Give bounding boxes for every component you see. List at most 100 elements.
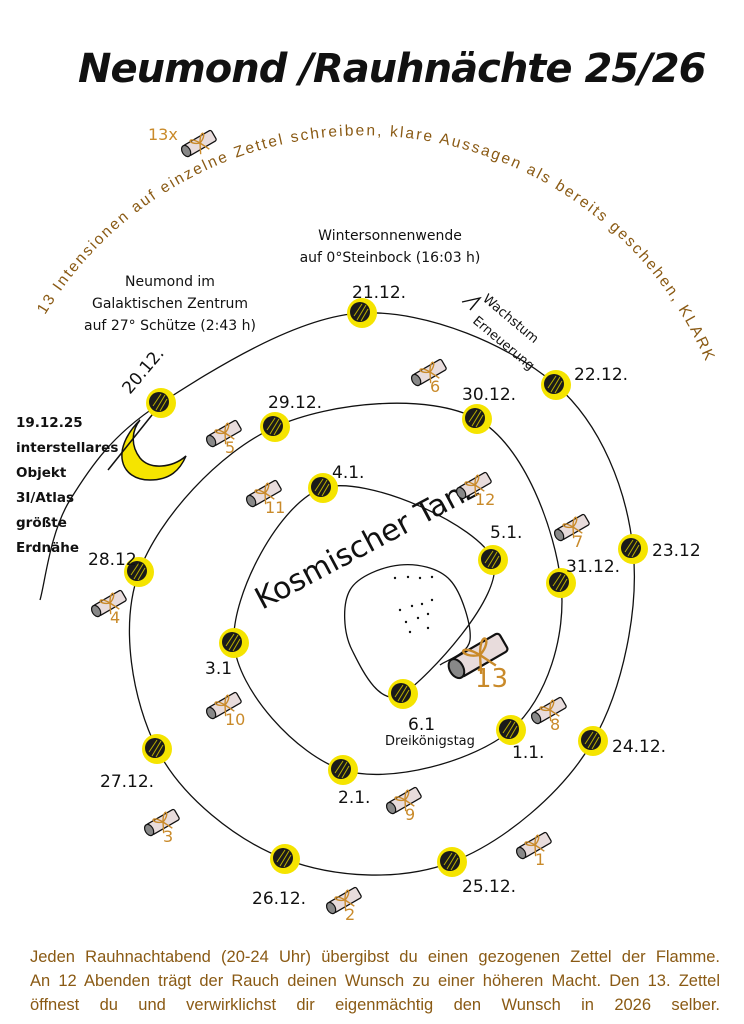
hatch (130, 562, 146, 581)
new-moon-icon (331, 759, 351, 779)
scroll-end (515, 846, 527, 860)
center-title: Kosmischer Tanz (249, 470, 484, 617)
note-line: auf 0°Steinbock (16:03 h) (300, 250, 481, 266)
ribbon-icon (214, 694, 235, 717)
ribbon-icon (539, 699, 560, 722)
scroll-end (530, 711, 542, 725)
scroll-11 (245, 479, 282, 508)
date-label: 26.12. (252, 889, 306, 909)
hatch (552, 573, 568, 592)
note-line: 3I/Atlas (16, 490, 74, 506)
hatch (353, 303, 369, 322)
new-moon-icon (350, 302, 370, 322)
date-label: 4.1. (332, 463, 364, 483)
hatch (443, 852, 459, 871)
comet-trail (107, 404, 161, 471)
date-label: 24.12. (612, 737, 666, 757)
hatch (502, 720, 518, 739)
ribbon-icon (394, 789, 415, 812)
footer-line: öffnest du und verwirklichst dir eigenmä… (30, 996, 720, 1014)
ribbon-icon (562, 516, 583, 539)
date-marker: 6.1 (388, 679, 435, 735)
hatch (148, 739, 164, 758)
scroll-7 (553, 513, 590, 542)
new-moon-icon (440, 851, 460, 871)
ribbon-icon (214, 422, 235, 445)
scroll-4 (90, 589, 127, 618)
scroll-end (447, 658, 466, 680)
scroll-end (325, 901, 337, 915)
scroll-end (455, 486, 467, 500)
note-line: Wintersonnenwende (318, 228, 462, 244)
hatch (266, 417, 282, 436)
scroll-number: 7 (573, 532, 583, 551)
scroll-number: 4 (110, 608, 120, 627)
note-line: Neumond im (125, 274, 215, 290)
scroll-1 (515, 831, 552, 860)
arrow-icon (461, 296, 482, 311)
note-line: 19.12.25 (16, 415, 83, 431)
date-marker: 2.1. (328, 755, 370, 808)
date-marker: 21.12. (347, 283, 406, 328)
date-marker: 24.12. (578, 726, 666, 757)
scroll-12 (455, 471, 492, 500)
scroll-number: 10 (225, 710, 245, 729)
date-marker: 31.12. (546, 557, 620, 598)
scroll-number: 2 (345, 905, 355, 924)
date-marker: 22.12. (541, 365, 628, 400)
scroll-9 (385, 786, 422, 815)
hatch (314, 478, 330, 497)
date-markers: 20.12.21.12.22.12.23.1224.12.25.12.26.12… (88, 283, 701, 909)
date-marker: 20.12. (119, 344, 176, 418)
scroll-5 (205, 419, 242, 448)
date-marker: 27.12. (100, 734, 172, 792)
scroll-13x (180, 129, 217, 158)
scroll-13 (447, 632, 509, 680)
new-moon-icon (581, 730, 601, 750)
date-label: 27.12. (100, 772, 154, 792)
wintersonnenwende-note: Wintersonnenwende auf 0°Steinbock (16:03… (300, 228, 481, 266)
hatch (225, 633, 241, 652)
new-moon-icon (621, 538, 641, 558)
date-marker: 3.1 (205, 628, 249, 679)
new-moon-icon (149, 392, 169, 412)
dreikoenigstag-label: Dreikönigstag (385, 734, 475, 749)
hatch (334, 760, 350, 779)
ribbon-icon (99, 592, 120, 615)
crescent-moon-icon (121, 419, 187, 481)
scroll-10 (205, 691, 242, 720)
ribbon-icon (334, 889, 355, 912)
scroll-number: 9 (405, 805, 415, 824)
new-moon-icon (263, 416, 283, 436)
date-label: 31.12. (566, 557, 620, 577)
scroll-number: 5 (225, 438, 235, 457)
objekt-note: 19.12.25 interstellares Objekt 3I/Atlas … (16, 415, 118, 556)
date-label: 3.1 (205, 659, 232, 679)
new-moon-icon (391, 683, 411, 703)
note-line: Erdnähe (16, 540, 79, 556)
date-label: 5.1. (490, 523, 522, 543)
scroll-number: 8 (550, 715, 560, 734)
date-label: 28.12. (88, 550, 142, 570)
ribbon-icon (254, 482, 275, 505)
ribbon-icon (462, 637, 497, 675)
hatch (468, 409, 484, 428)
new-moon-icon (481, 549, 501, 569)
date-label: 25.12. (462, 877, 516, 897)
scroll-end (385, 801, 397, 815)
date-marker: 29.12. (260, 393, 322, 442)
date-label: 2.1. (338, 788, 370, 808)
date-marker: 4.1. (308, 463, 364, 503)
scroll-number: 3 (163, 827, 173, 846)
note-line: auf 27° Schütze (2:43 h) (84, 318, 256, 334)
date-label: 6.1 (408, 715, 435, 735)
footer-line: Jeden Rauhnachtabend (20-24 Uhr) übergib… (30, 948, 720, 966)
star-dots (393, 575, 434, 634)
date-label: 30.12. (462, 385, 516, 405)
hatch (394, 684, 410, 703)
date-label: 29.12. (268, 393, 322, 413)
new-moon-icon (273, 848, 293, 868)
hatch (584, 731, 600, 750)
